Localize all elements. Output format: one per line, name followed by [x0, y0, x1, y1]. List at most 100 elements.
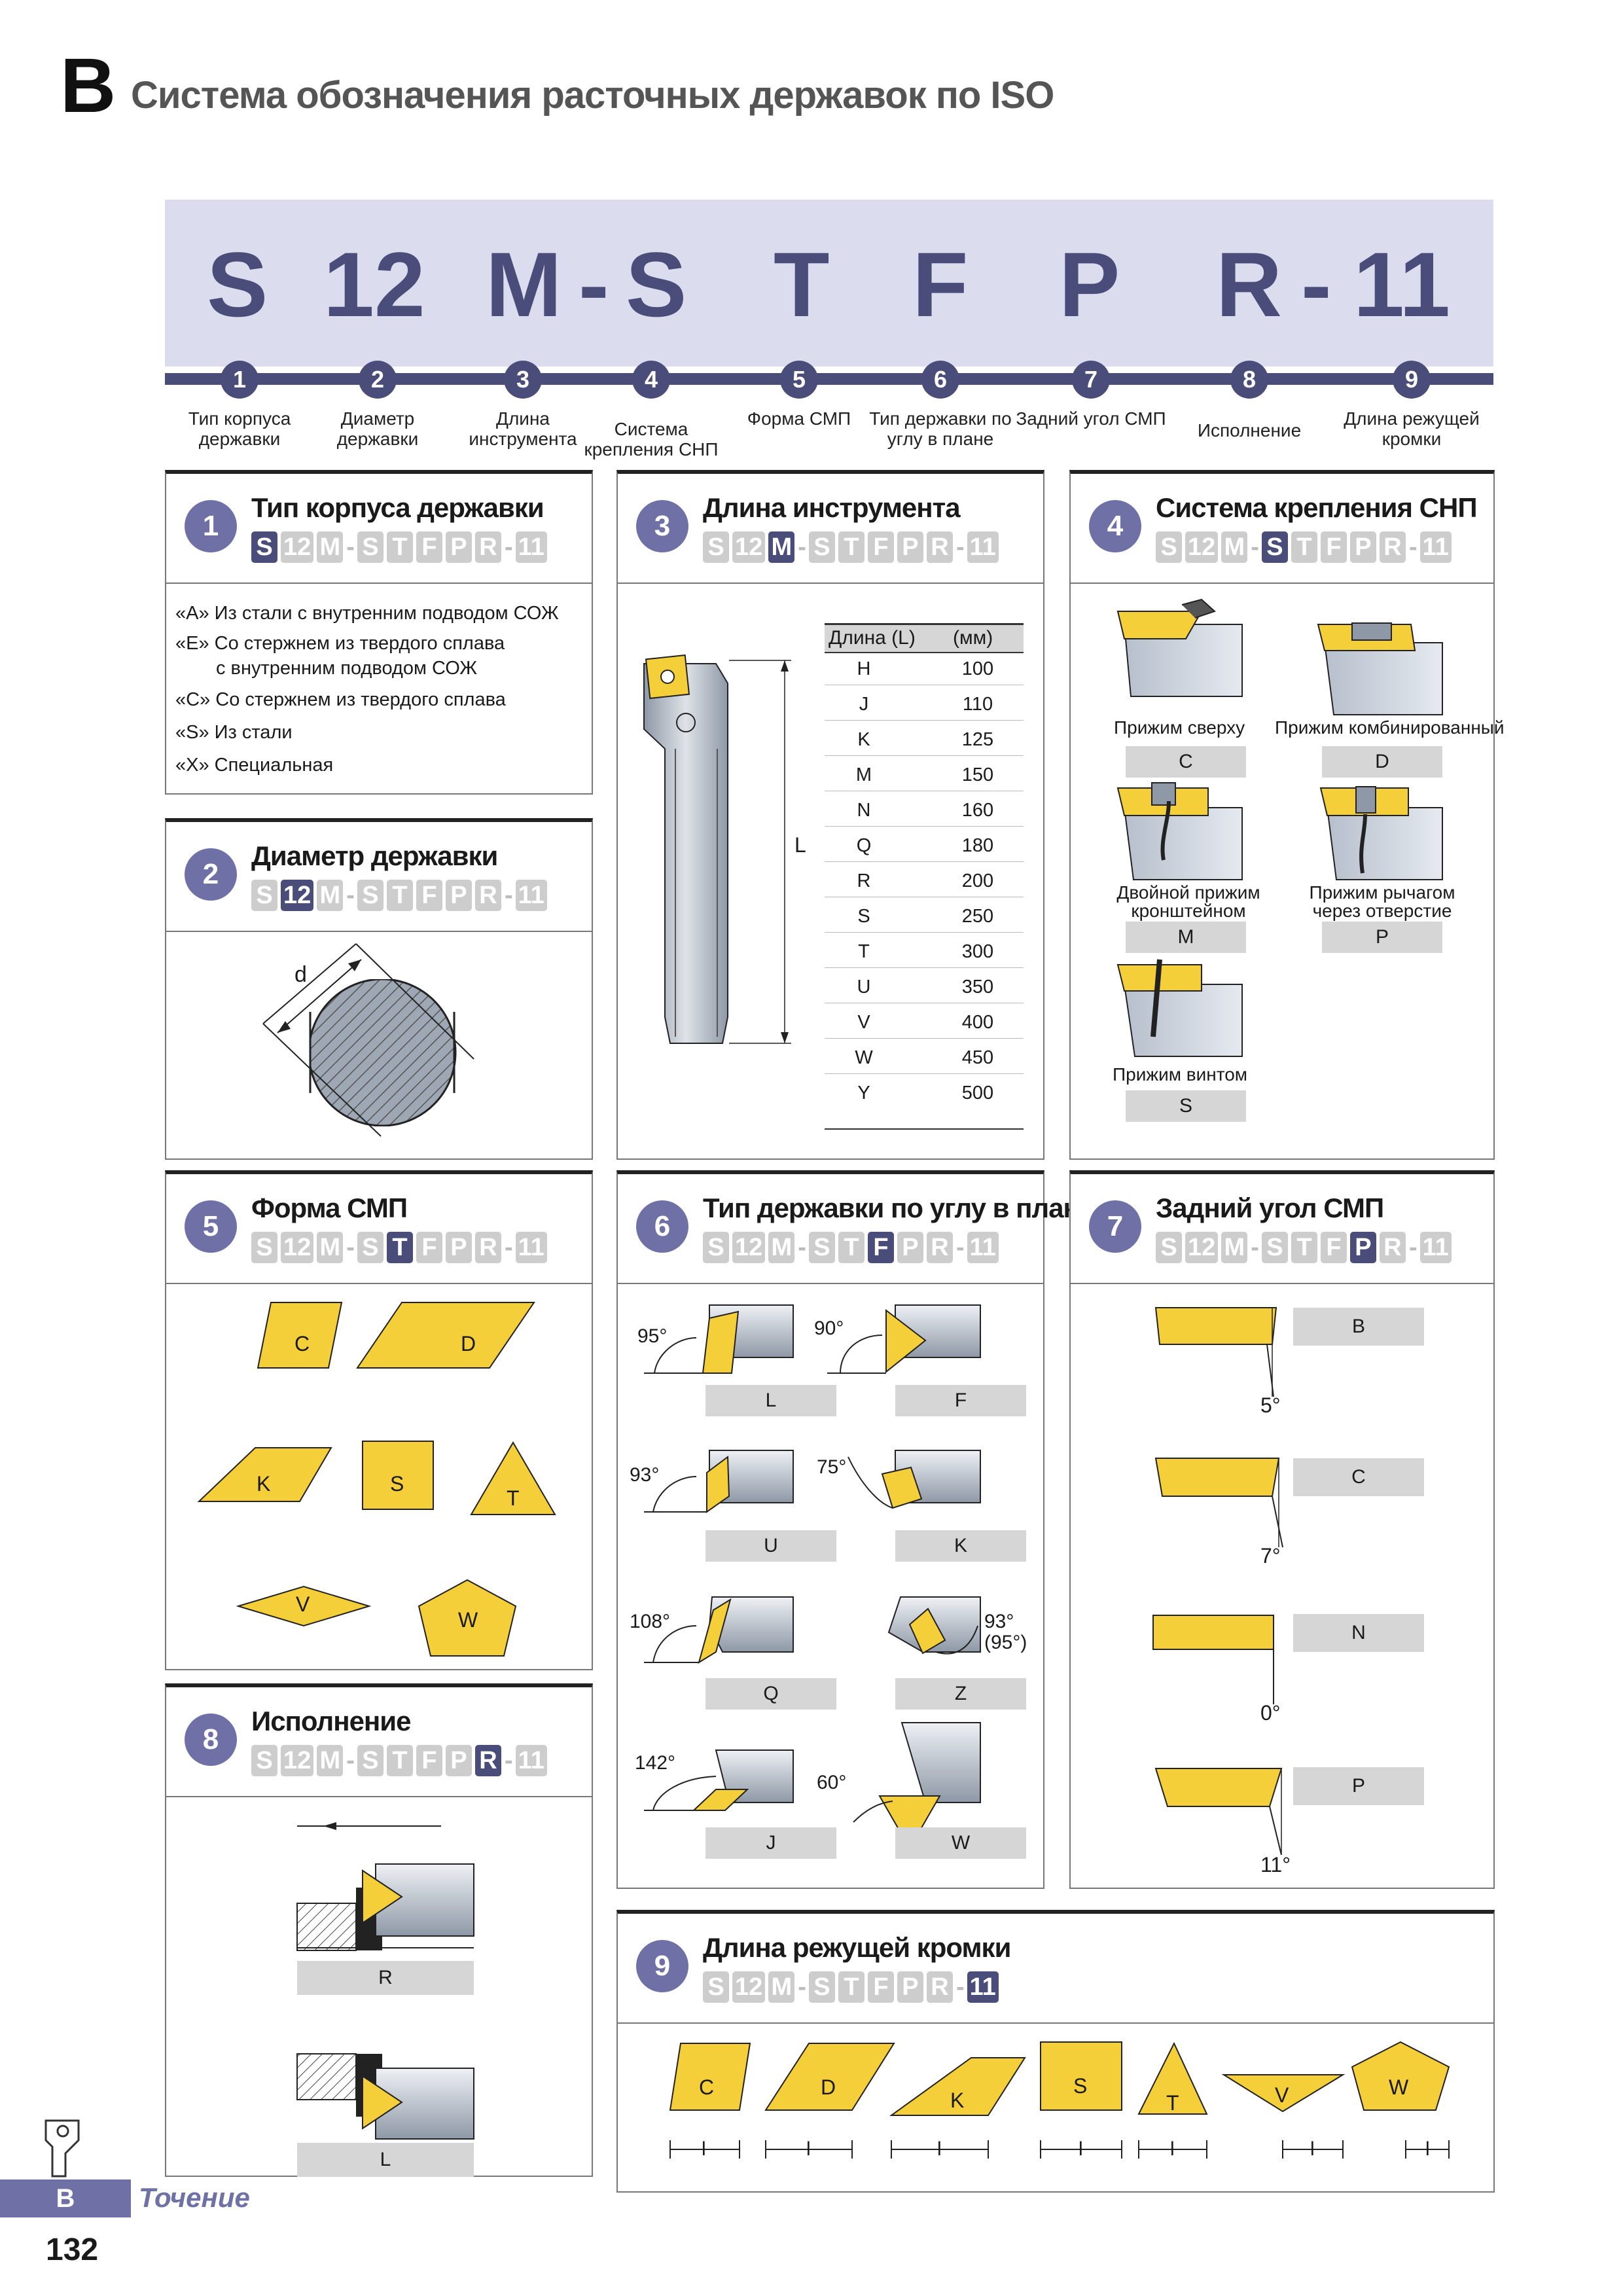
code-chip: S	[357, 880, 383, 911]
code-chip: S	[251, 880, 277, 911]
dim-label: d	[294, 962, 307, 987]
code-chip: S	[703, 1232, 729, 1263]
length-code: H	[857, 658, 871, 679]
chip-dash: -	[504, 1233, 513, 1261]
panel-number: 7	[1089, 1200, 1141, 1253]
length-value: 400	[961, 1012, 994, 1033]
hand-code: R	[297, 1961, 474, 1995]
page-title: Система обозначения расточных державок п…	[131, 74, 1054, 117]
angle-code: J	[705, 1827, 836, 1859]
code-chip: S	[357, 1232, 383, 1263]
code-chip: 11	[1419, 531, 1452, 563]
shape-label: K	[950, 2089, 965, 2112]
length-code: W	[855, 1047, 873, 1068]
clamping-diagrams	[1116, 598, 1443, 1057]
shape-label: S	[390, 1472, 404, 1496]
code-seg-6: F	[912, 233, 969, 336]
code-chip: S	[357, 531, 383, 563]
code-label-2: Диаметр державки	[336, 408, 419, 449]
angle-label: 93°	[630, 1464, 660, 1486]
body-type-item: «A» Из стали с внутренним подводом СОЖ	[175, 603, 559, 624]
body-type-item: «E» Со стержнем из твердого сплава	[175, 633, 505, 654]
code-chip: T	[386, 531, 413, 563]
code-label-9: Длина режущей кромки	[1344, 408, 1480, 449]
code-num-7: 7	[1072, 361, 1110, 399]
code-chip: R	[474, 1745, 501, 1776]
code-seg-8: R	[1216, 233, 1283, 336]
code-chip: P	[445, 880, 472, 911]
clearance-code: C	[1293, 1458, 1424, 1496]
code-label-4: Система крепления СНП	[584, 419, 719, 459]
chip-dash: -	[504, 1746, 513, 1774]
panel-title: Система крепления СНП	[1156, 492, 1478, 523]
diameter-diagram	[262, 943, 474, 1137]
code-chip: M	[1221, 531, 1248, 563]
shape-label: D	[461, 1332, 476, 1355]
code-chip: S	[703, 1971, 729, 2003]
angle-code: F	[895, 1385, 1026, 1416]
code-chip: P	[897, 531, 923, 563]
code-chip: F	[416, 1745, 442, 1776]
length-col-header: Длина (L)	[829, 627, 916, 649]
code-num-5: 5	[780, 361, 818, 399]
body-type-item: «S» Из стали	[175, 722, 293, 743]
length-value: 110	[962, 694, 993, 715]
body-type-item: «X» Специальная	[175, 755, 334, 776]
code-chip: 12	[732, 531, 766, 563]
length-value: 125	[961, 729, 994, 750]
turning-tool-icon	[45, 2119, 80, 2178]
shape-label: S	[1073, 2074, 1088, 2098]
angle-code: W	[895, 1827, 1026, 1859]
panel-title: Тип державки по углу в плане	[703, 1193, 1094, 1223]
code-chip: R	[1379, 531, 1406, 563]
code-chip: F	[416, 531, 442, 563]
code-chip: R	[926, 531, 953, 563]
chip-dash: -	[955, 1973, 965, 2001]
code-chip: S	[808, 1232, 835, 1263]
edge-dim: l	[1170, 2138, 1175, 2160]
length-value: 200	[961, 870, 994, 891]
clamp-name: Прижим рычагом через отверстие	[1309, 882, 1455, 921]
clearance-angle: 7°	[1260, 1544, 1281, 1568]
code-chip: F	[416, 880, 442, 911]
angle-label: 90°	[814, 1318, 844, 1339]
shape-label: T	[1166, 2091, 1179, 2115]
length-value: 450	[961, 1047, 994, 1068]
chip-dash: -	[798, 1233, 806, 1261]
length-table-bottom	[825, 1128, 1024, 1130]
code-chip: M	[317, 880, 344, 911]
length-code: S	[857, 906, 870, 927]
panel-title: Длина инструмента	[703, 492, 961, 523]
code-chip: 12	[281, 1745, 314, 1776]
panel-title: Диаметр державки	[251, 840, 498, 871]
clamp-code: C	[1126, 746, 1246, 778]
code-chip: S	[1261, 1232, 1288, 1263]
length-row-divider	[825, 1073, 1024, 1074]
edge-dim: l	[1079, 2138, 1083, 2160]
angle-code: K	[895, 1530, 1026, 1562]
chip-dash: -	[955, 533, 965, 561]
chip-dash: -	[346, 1233, 355, 1261]
clamp-name: Прижим винтом	[1113, 1064, 1248, 1085]
length-value: 150	[961, 764, 994, 785]
code-chip: P	[897, 1971, 923, 2003]
code-chip: F	[1320, 1232, 1347, 1263]
clamp-code: P	[1322, 922, 1442, 953]
insert-shapes	[197, 1302, 556, 1657]
section-tab[interactable]: B	[0, 2179, 131, 2217]
length-value: 160	[961, 800, 994, 821]
hand-code: L	[297, 2143, 474, 2177]
code-chip: T	[1291, 1232, 1317, 1263]
code-chip: R	[926, 1232, 953, 1263]
